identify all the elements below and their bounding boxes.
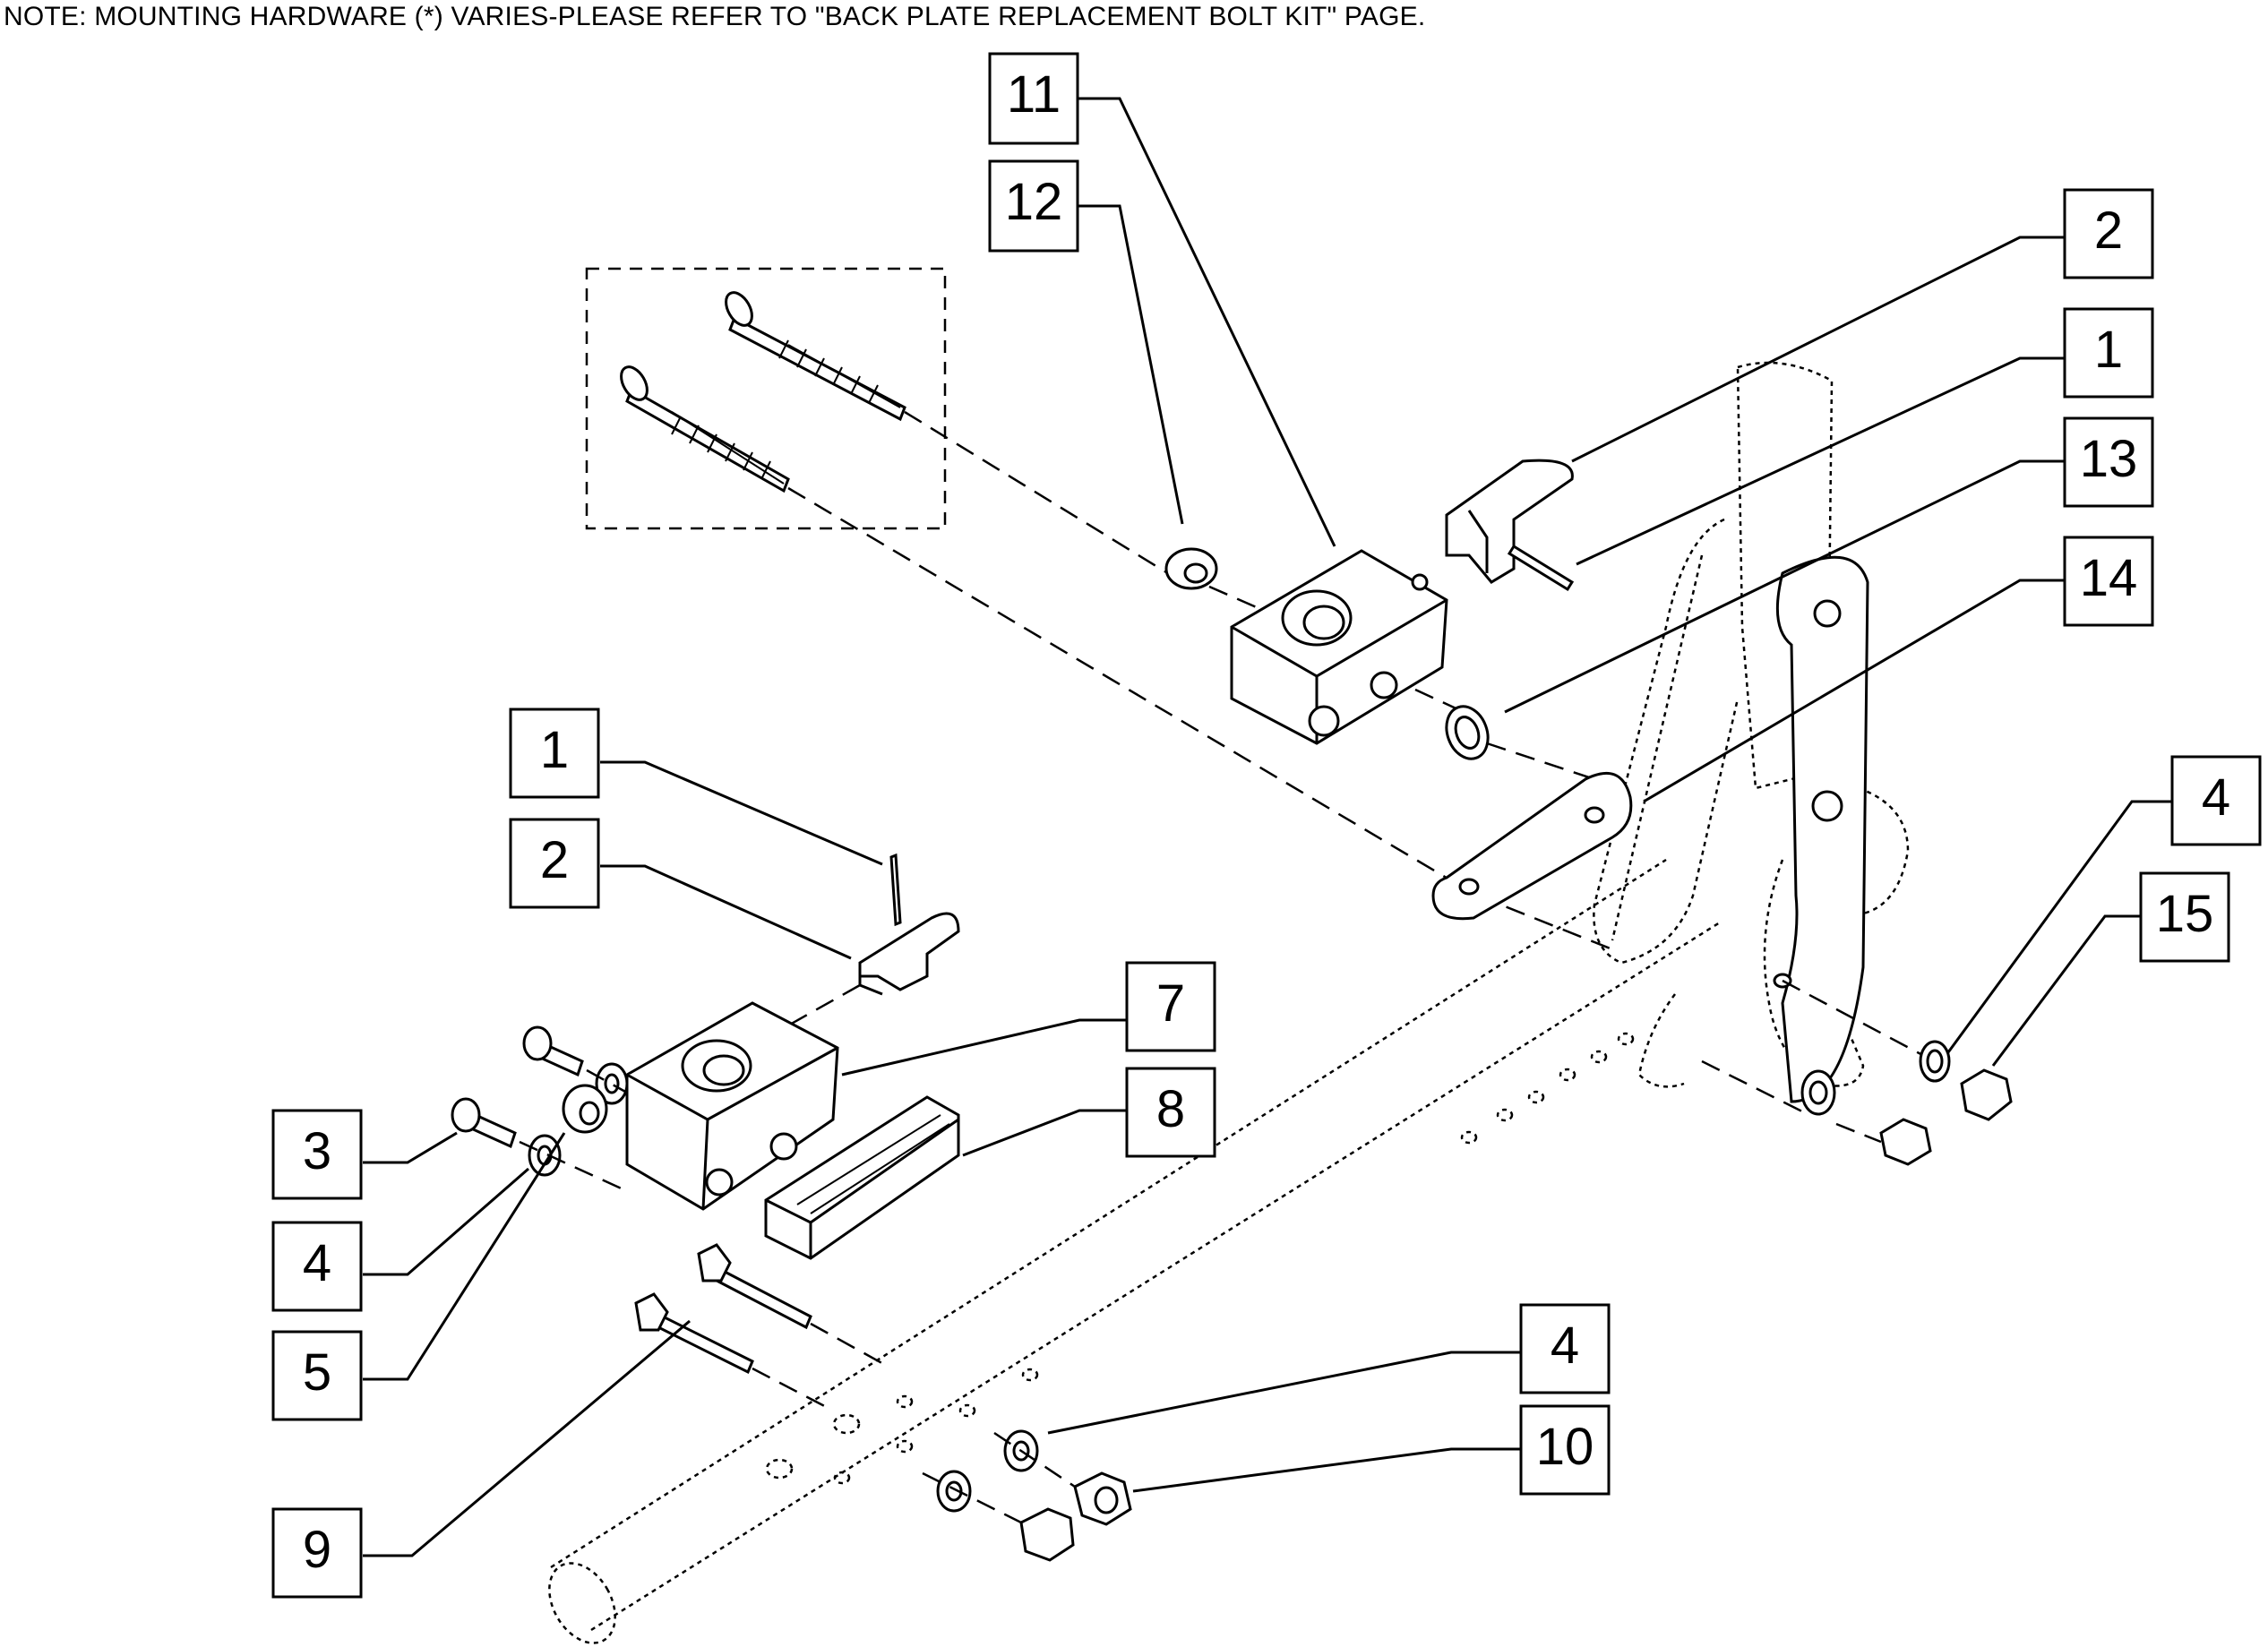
leader-lines (363, 97, 2172, 1557)
callout-11: 11 (988, 52, 1079, 145)
svg-text:12: 12 (1005, 173, 1063, 231)
svg-text:9: 9 (303, 1521, 331, 1579)
svg-text:15: 15 (2156, 885, 2214, 943)
callout-10: 10 (1519, 1404, 1611, 1496)
mounting-plate (1773, 555, 1869, 1103)
callout-4-right: 4 (2170, 755, 2262, 846)
callout-3: 3 (271, 1109, 363, 1200)
svg-text:4: 4 (2202, 768, 2230, 827)
svg-text:7: 7 (1156, 974, 1185, 1033)
svg-text:8: 8 (1156, 1080, 1185, 1138)
svg-text:1: 1 (540, 721, 569, 779)
callout-2-lower: 2 (509, 818, 600, 909)
svg-text:1: 1 (2094, 321, 2123, 379)
callout-1-upper: 1 (2063, 307, 2154, 399)
svg-text:13: 13 (2080, 430, 2138, 488)
washer-nut-right (1800, 1040, 2013, 1166)
callout-4-left: 4 (271, 1221, 363, 1312)
callout-9: 9 (271, 1507, 363, 1599)
latch-upper (1445, 459, 1575, 592)
svg-text:14: 14 (2080, 549, 2138, 607)
callout-15: 15 (2139, 871, 2230, 963)
frame-tube (548, 858, 1721, 1644)
callout-1-lower: 1 (509, 708, 600, 799)
callout-5: 5 (271, 1330, 363, 1421)
clamp-block-lower (625, 1001, 839, 1211)
note-text: NOTE: MOUNTING HARDWARE (*) VARIES-PLEAS… (4, 2, 1426, 31)
callout-12: 12 (988, 159, 1079, 253)
washers-nuts-lower (936, 1429, 1132, 1562)
callout-8: 8 (1125, 1067, 1216, 1158)
latch-lower (858, 853, 960, 996)
svg-text:3: 3 (303, 1122, 331, 1180)
callout-13: 13 (2063, 416, 2154, 508)
callout-14: 14 (2063, 536, 2154, 627)
callout-2-upper: 2 (2063, 188, 2154, 279)
callout-7: 7 (1125, 961, 1216, 1052)
svg-text:11: 11 (1007, 65, 1061, 124)
back-post-outline (1593, 361, 1910, 1088)
spacer-upper (1164, 547, 1218, 590)
svg-text:4: 4 (303, 1234, 331, 1292)
bolt-kit-box (585, 267, 947, 530)
callout-4-bottom: 4 (1519, 1303, 1611, 1394)
screws-washers-lower (451, 1025, 629, 1177)
svg-text:2: 2 (540, 831, 569, 889)
svg-text:2: 2 (2094, 202, 2123, 260)
svg-text:4: 4 (1551, 1317, 1579, 1375)
rail-8 (764, 1095, 960, 1260)
svg-text:10: 10 (1536, 1418, 1594, 1476)
washer-13 (1445, 705, 1490, 760)
hex-bolts-9 (634, 1243, 812, 1375)
link-plate-14 (1431, 771, 1633, 921)
svg-text:5: 5 (303, 1343, 331, 1402)
clamp-block-upper (1230, 549, 1448, 745)
